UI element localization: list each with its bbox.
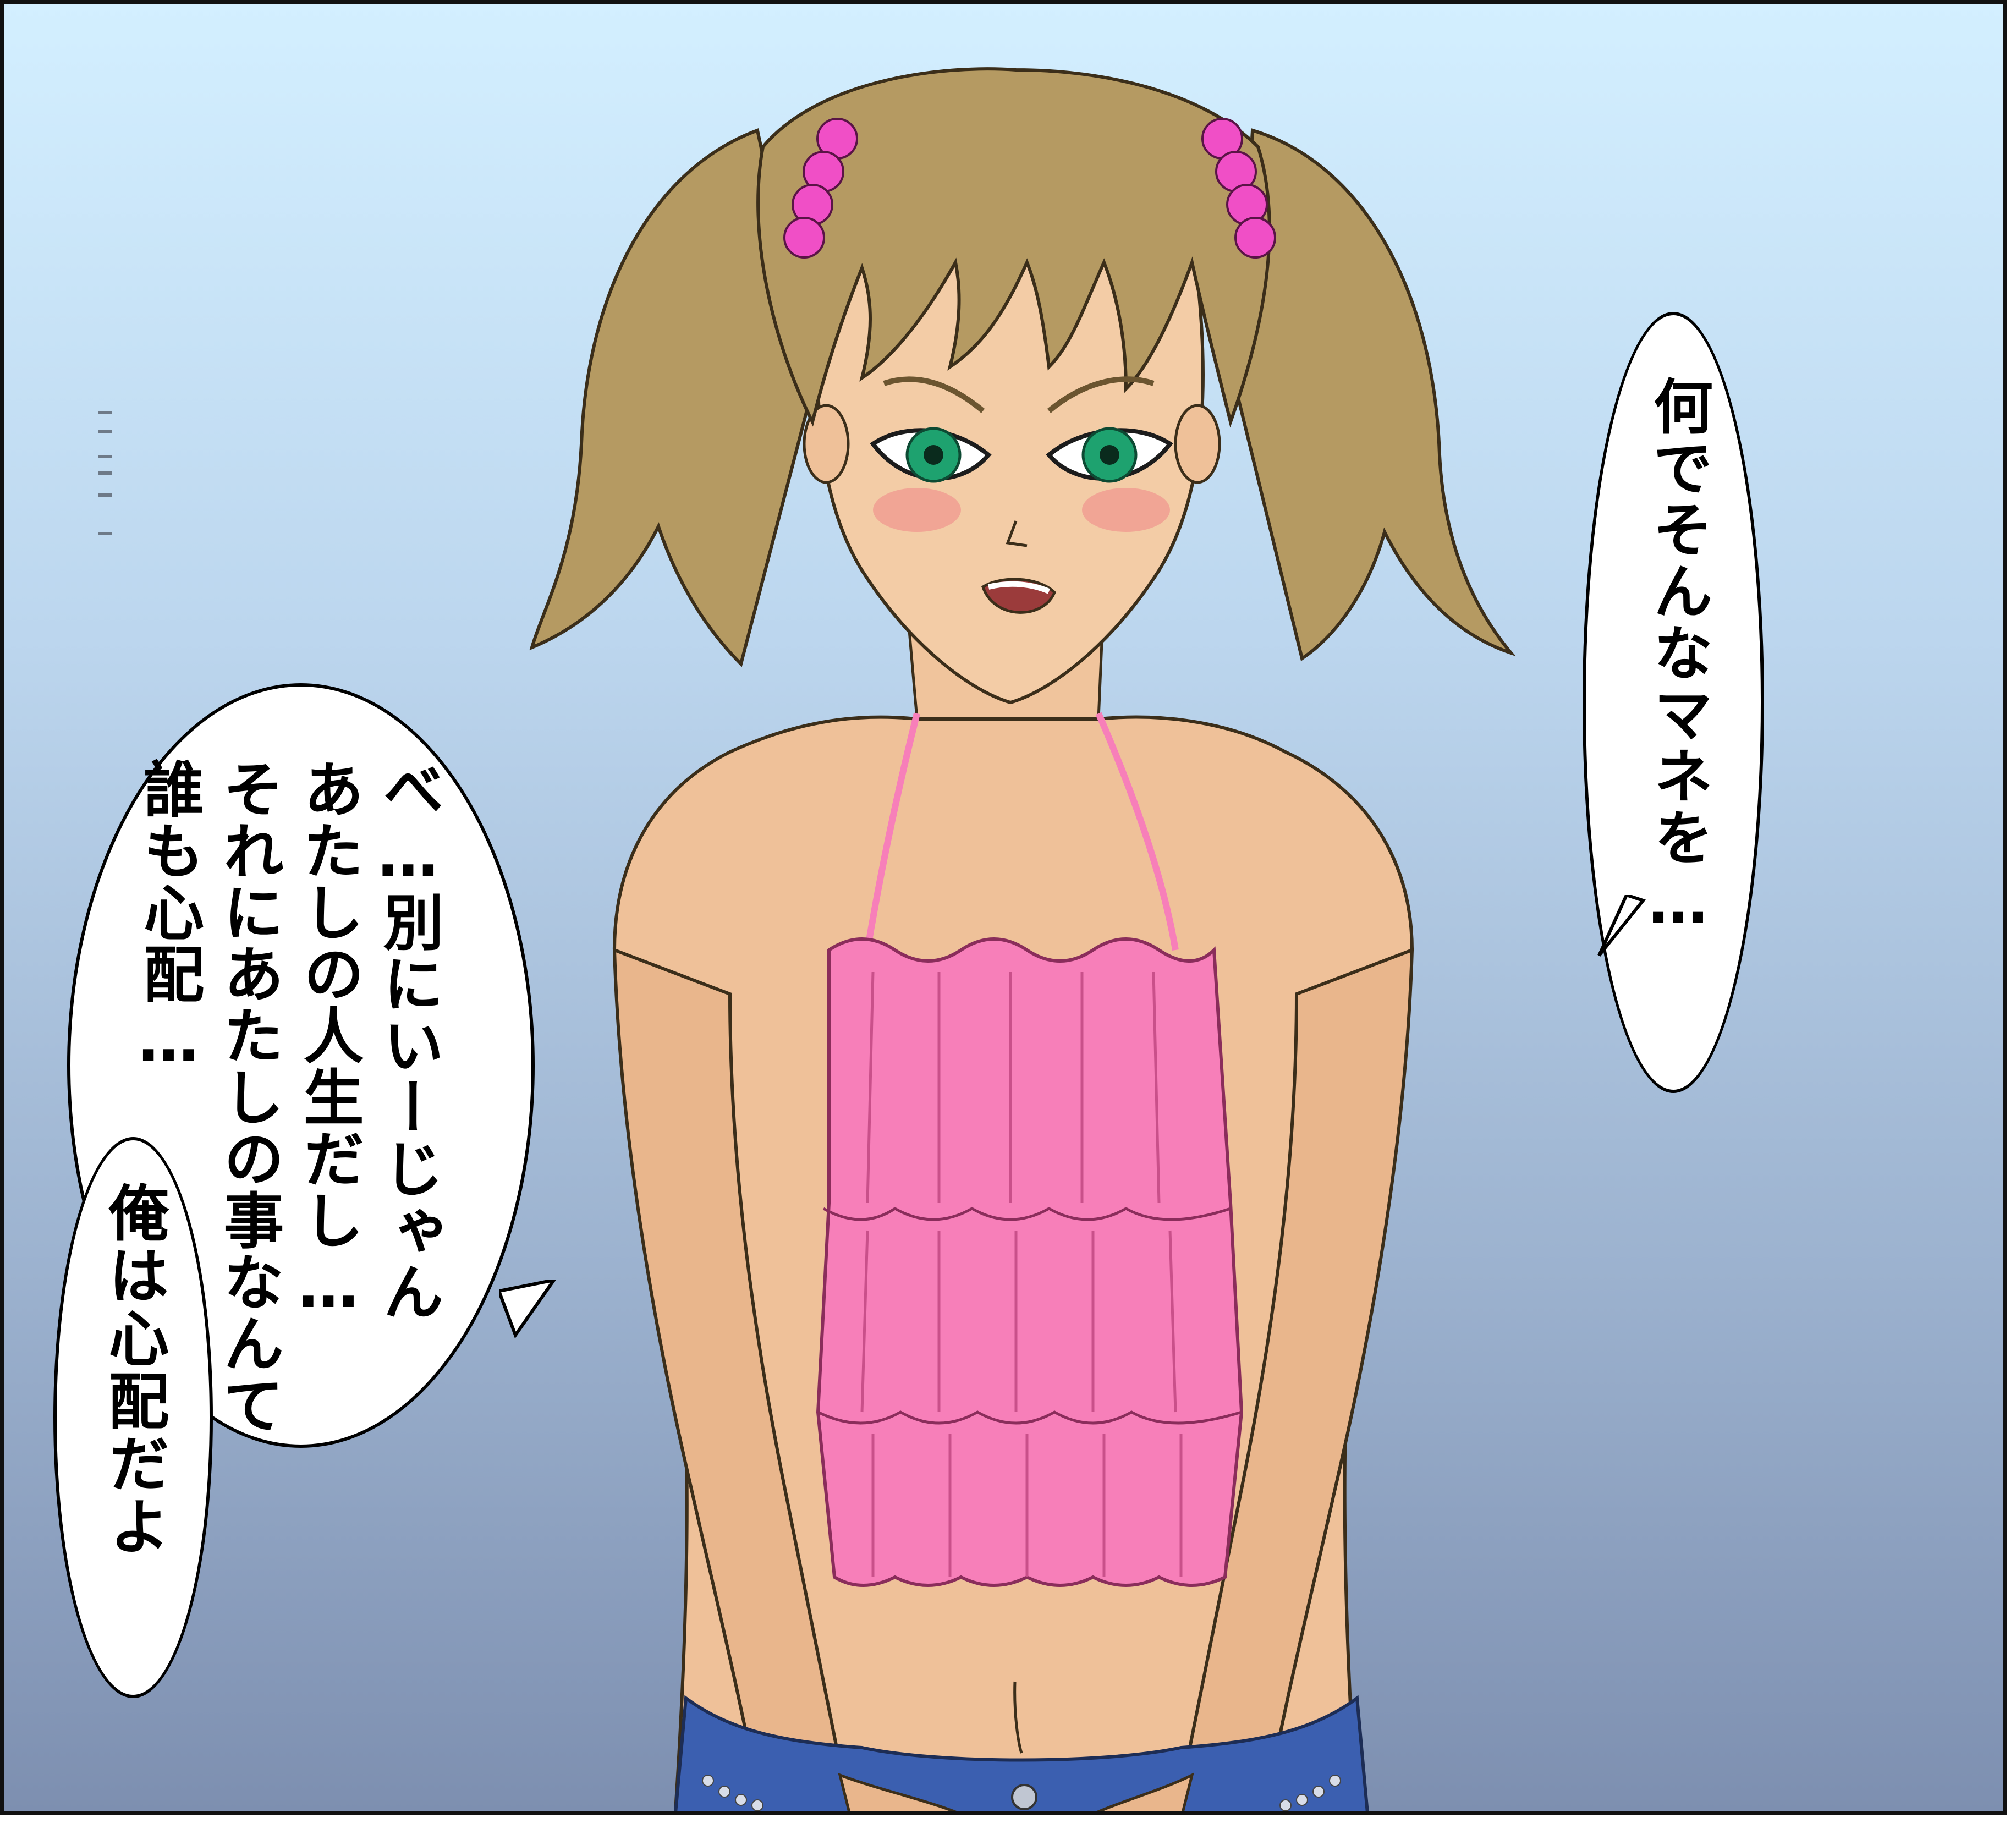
- right-hair-beads: [1201, 118, 1276, 259]
- halter-strap-left: [864, 712, 920, 951]
- right-ear: [1174, 404, 1221, 484]
- halter-strap-right: [1095, 712, 1179, 951]
- ruffle-folds: [860, 971, 1183, 1577]
- speech-line-1: べ…別にいーじゃん: [372, 758, 443, 1322]
- character-illustration: [529, 67, 1517, 1811]
- speech-line-3: それにあたしの事なんて: [213, 758, 284, 1436]
- speech-bubble-left-tail: [499, 1280, 556, 1339]
- speech-line-4: 誰も心配…: [133, 758, 204, 1076]
- speech-text-left: べ…別にいーじゃん あたしの人生だし… それにあたしの事なんて 誰も心配…: [128, 758, 448, 1436]
- speech-bubble-right: 何でそんなマネを…: [1583, 312, 1764, 1093]
- ruffle-tier-line-2: [817, 1410, 1242, 1425]
- jeans-button: [1011, 1784, 1037, 1810]
- right-blush: [1082, 488, 1170, 532]
- speech-bubble-right-tail: [1597, 895, 1646, 957]
- pink-ruffle-top: [816, 937, 1244, 1587]
- shorts-studs: [702, 1775, 1341, 1811]
- right-eyebrow: [1047, 376, 1155, 413]
- hands: [838, 1772, 1194, 1811]
- left-pigtail: [529, 128, 815, 667]
- left-arm: [612, 947, 852, 1811]
- nose: [1006, 520, 1028, 547]
- left-blush: [873, 488, 961, 532]
- left-hair-beads: [783, 118, 858, 259]
- speech-text-right: 何でそんなマネを…: [1644, 376, 1712, 940]
- speech-text-small: 俺は心配だよ: [98, 1182, 169, 1558]
- speech-line-2: あたしの人生だし…: [293, 758, 364, 1322]
- navel: [1013, 1681, 1023, 1754]
- right-pigtail: [1234, 128, 1517, 661]
- right-arm: [1175, 947, 1414, 1811]
- left-eyebrow: [883, 376, 985, 413]
- speech-bubble-small: 俺は心配だよ: [53, 1137, 213, 1698]
- ruffle-tier-line-1: [822, 1207, 1231, 1221]
- speech-bubble-left: べ…別にいーじゃん あたしの人生だし… それにあたしの事なんて 誰も心配…: [67, 683, 535, 1448]
- left-ear: [803, 404, 850, 484]
